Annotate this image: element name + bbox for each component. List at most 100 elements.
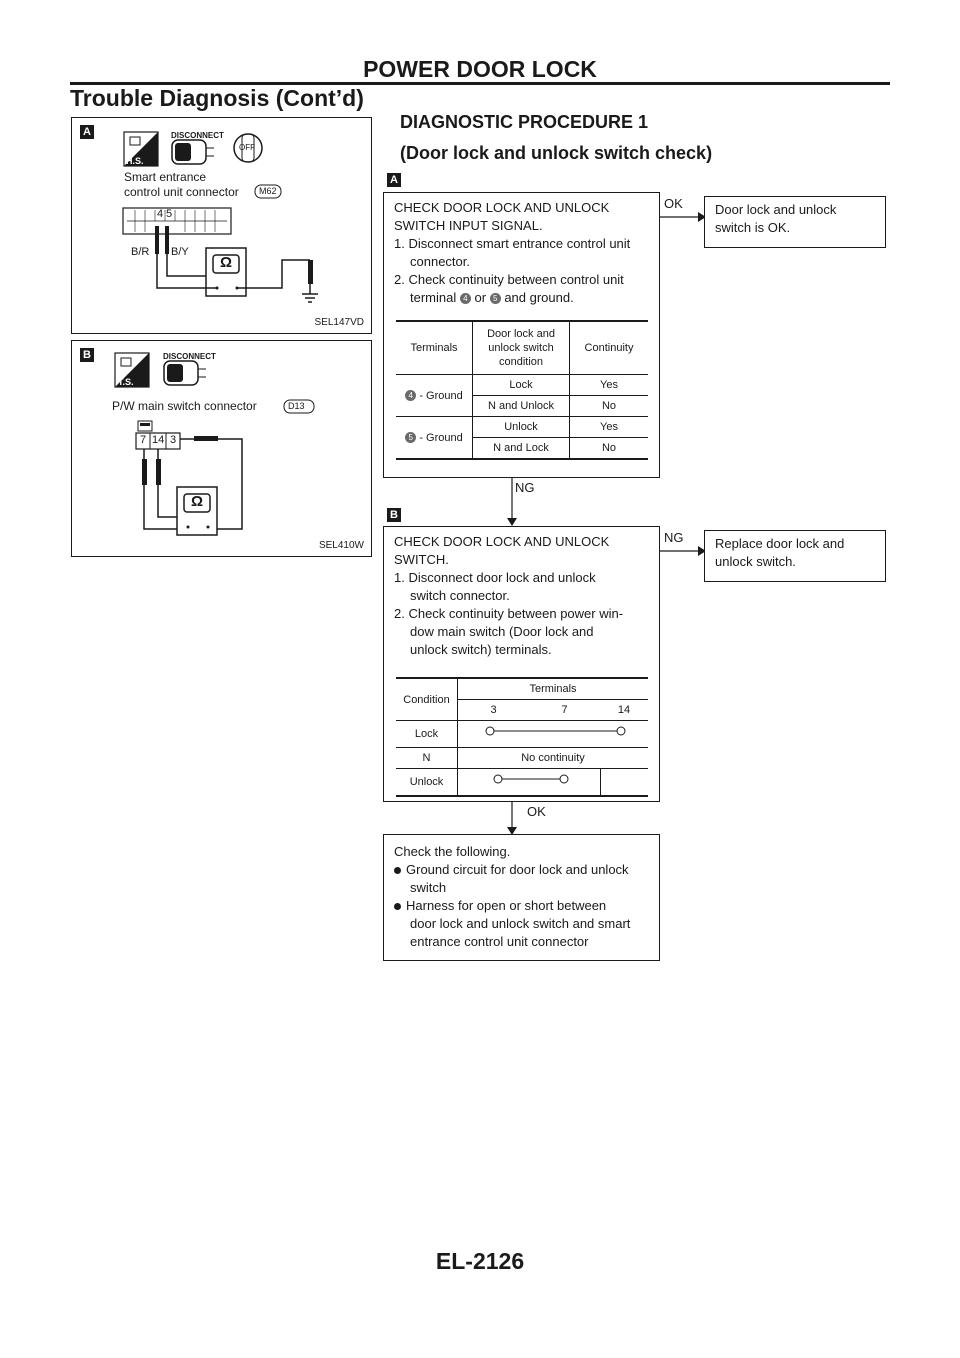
step-a-line1: CHECK DOOR LOCK AND UNLOCK — [394, 200, 610, 215]
step-a-table-t5: 5 - Ground — [396, 416, 473, 460]
figure-a-illustration — [122, 131, 318, 303]
figure-b-caption: P/W main switch connector — [112, 399, 257, 413]
step-b-table-r2: N — [396, 747, 458, 769]
figure-a-wire-br: B/R — [131, 246, 150, 258]
header-title: POWER DOOR LOCK — [363, 56, 597, 82]
step-b-table-h-condition: Condition — [396, 677, 458, 721]
figure-a: A — [71, 117, 372, 334]
step-b-line3: 1. Disconnect door lock and unlock — [394, 570, 596, 585]
figure-b: B DISCONNECT T.S. P/W main switch — [71, 340, 372, 557]
step-a-marker: A — [387, 173, 401, 187]
header-subtitle: Trouble Diagnosis (Cont’d) — [70, 85, 364, 111]
figure-b-illustration — [114, 352, 315, 536]
step-b-ng-result: Replace door lock and unlock switch. — [704, 530, 886, 582]
step-b-ok-label: OK — [527, 804, 546, 819]
step-b-table-r3-col14 — [600, 768, 648, 797]
step-b-ng-arrow — [660, 546, 706, 556]
step-a-table: Terminals Door lock and unlock switch co… — [396, 320, 648, 460]
step-b-ng-label: NG — [664, 530, 684, 545]
step-a-table-h-continuity: Continuity — [569, 320, 648, 375]
step-b-line7: unlock switch) terminals. — [410, 642, 552, 657]
terminal-5-icon: 5 — [405, 432, 417, 444]
procedure-subtitle: (Door lock and unlock switch check) — [400, 143, 713, 163]
figure-b-marker: B — [80, 348, 94, 362]
figure-b-connector-id: D13 — [288, 401, 305, 411]
step-a-table-t4: 4 - Ground — [396, 374, 473, 417]
final-bullet-2: Harness for open or short between — [394, 897, 649, 915]
figure-b-code: SEL410W — [318, 540, 364, 551]
step-a-box: CHECK DOOR LOCK AND UNLOCK SWITCH INPUT … — [383, 192, 660, 478]
figure-a-key-label: OFF — [239, 143, 255, 152]
final-line1: Check the following. — [394, 844, 511, 859]
step-a-line6-pre: terminal — [410, 290, 457, 305]
step-a-table-h-terminals: Terminals — [396, 320, 473, 375]
step-a-ng-arrow — [507, 478, 517, 526]
step-a-table-r3-cont: Yes — [569, 416, 648, 438]
header-rule — [70, 82, 890, 85]
figure-b-ohm-symbol: Ω — [191, 493, 204, 510]
procedure-title: DIAGNOSTIC PROCEDURE 1 — [400, 112, 649, 132]
step-a-ok-result: Door lock and unlock switch is OK. — [704, 196, 886, 248]
step-b-line4: switch connector. — [410, 588, 510, 603]
final-bullet-1: Ground circuit for door lock and unlock — [394, 861, 649, 879]
step-a-line2: SWITCH INPUT SIGNAL. — [394, 218, 543, 233]
final-bullet-2-cont2: entrance control unit connector — [410, 934, 589, 949]
step-b-table: Condition Terminals 3 7 14 Lock N No con… — [396, 677, 648, 797]
bullet-icon — [394, 903, 401, 911]
figure-b-disconnect-label: DISCONNECT — [163, 352, 216, 361]
step-b-table-r1: Lock — [396, 720, 458, 748]
figure-a-pin-4: 4 — [157, 208, 164, 220]
step-a-table-r4-cond: N and Lock — [472, 437, 570, 460]
step-a-line6-mid: or — [474, 290, 487, 305]
figure-a-ohm-symbol: Ω — [220, 254, 233, 271]
step-b-box: CHECK DOOR LOCK AND UNLOCK SWITCH. 1. Di… — [383, 526, 660, 802]
figure-a-marker: A — [80, 125, 94, 139]
step-b-table-col-7: 7 — [529, 699, 600, 721]
step-a-line5: 2. Check continuity between control unit — [394, 272, 624, 287]
step-b-table-col-3: 3 — [457, 699, 529, 721]
step-a-line4: connector. — [410, 254, 470, 269]
figure-b-pin-3: 3 — [170, 434, 177, 446]
figure-a-pin-5: 5 — [166, 208, 173, 220]
terminal-4-icon: 4 — [405, 390, 417, 402]
figure-a-caption-line1: Smart entrance — [124, 170, 207, 184]
step-a-table-h-condition: Door lock and unlock switch condition — [472, 320, 570, 375]
step-a-ok-label: OK — [664, 196, 683, 211]
figure-a-code: SEL147VD — [314, 317, 364, 328]
bullet-icon — [394, 867, 401, 875]
figure-a-wire-by: B/Y — [171, 246, 189, 258]
step-a-table-r3-cond: Unlock — [472, 416, 570, 438]
step-a-line6-post: and ground. — [504, 290, 574, 305]
step-a-ng-label: NG — [515, 480, 535, 495]
step-b-table-r3: Unlock — [396, 768, 458, 797]
lock-continuity-line-icon — [485, 726, 626, 736]
final-bullet-1-cont: switch — [410, 880, 447, 895]
step-a-ok-arrow — [660, 212, 706, 222]
step-b-marker: B — [387, 508, 401, 522]
unlock-continuity-line-icon — [493, 774, 569, 784]
step-a-table-r2-cont: No — [569, 395, 648, 417]
step-b-table-col-14: 14 — [600, 699, 648, 721]
figure-b-badge: T.S. — [118, 377, 134, 387]
step-b-line6: dow main switch (Door lock and — [410, 624, 594, 639]
figure-a-badge: H.S. — [126, 156, 144, 166]
step-b-line2: SWITCH. — [394, 552, 449, 567]
figure-a-connector-id: M62 — [259, 186, 277, 196]
final-check-box: Check the following. Ground circuit for … — [383, 834, 660, 961]
step-a-table-r1-cont: Yes — [569, 374, 648, 396]
figure-a-caption-line2: control unit connector — [124, 185, 239, 199]
step-a-line3: 1. Disconnect smart entrance control uni… — [394, 236, 631, 251]
step-a-table-r2-cond: N and Unlock — [472, 395, 570, 417]
step-b-line5: 2. Check continuity between power win- — [394, 606, 624, 621]
step-b-line1: CHECK DOOR LOCK AND UNLOCK — [394, 534, 610, 549]
terminal-5-icon: 5 — [489, 293, 501, 305]
figure-a-disconnect-label: DISCONNECT — [171, 131, 224, 140]
step-b-table-h-terminals: Terminals — [457, 677, 648, 700]
figure-b-pin-7: 7 — [140, 434, 147, 446]
step-b-ok-arrow — [507, 802, 517, 835]
step-a-line6: terminal 4 or 5 and ground. — [394, 289, 649, 307]
page-code: EL-2126 — [435, 1248, 525, 1274]
step-b-table-r1-connection — [457, 720, 648, 748]
final-bullet-2-cont1: door lock and unlock switch and smart — [410, 916, 631, 931]
step-a-table-r1-cond: Lock — [472, 374, 570, 396]
